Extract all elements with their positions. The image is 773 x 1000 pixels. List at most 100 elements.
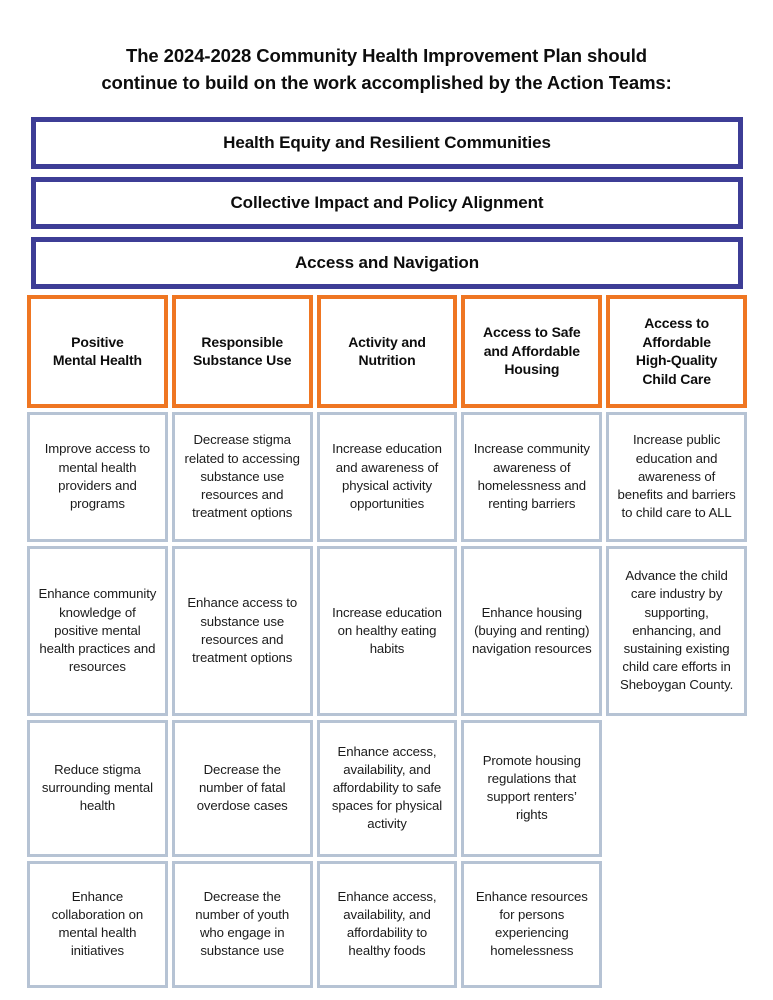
matrix-cell-wrap: Promote housing regulations that support… [461,719,603,857]
banner-label: Health Equity and Resilient Communities [223,132,551,152]
objective-text: Advance the child care industry by suppo… [620,568,734,692]
matrix-column-access-to-safe-and-affordable-housing: Access to Safe and Affordable Housing [461,294,603,408]
objective-text: Enhance housing (buying and renting) nav… [471,604,592,656]
objective-text: Enhance access, availability, and afford… [337,888,437,959]
matrix-column-activity-and-nutrition: Activity and Nutrition [316,294,458,408]
matrix-row: Improve access to mental health provider… [27,411,747,542]
matrix-cell-wrap [606,720,747,857]
matrix-cell-wrap: Increase education and awareness of phys… [316,411,458,542]
banner-access-navigation: Access and Navigation [31,236,743,289]
matrix-cell-wrap: Improve access to mental health provider… [27,411,168,542]
objective-cell: Enhance community knowledge of positive … [27,545,168,716]
header-line: Responsible [201,333,283,350]
column-header-text: Activity and Nutrition [348,333,426,370]
matrix-cell-wrap [606,861,747,988]
banner-collective-impact: Collective Impact and Policy Alignment [31,176,743,229]
matrix-cell-wrap: Enhance resources for persons experienci… [461,860,603,988]
matrix-cell-wrap: Increase education on healthy eating hab… [316,545,458,716]
matrix-cell-wrap: Enhance access, availability, and afford… [316,719,458,857]
matrix-cell-wrap: Decrease stigma related to accessing sub… [171,411,313,542]
header-line: Affordable [642,333,711,350]
column-header-text: Positive Mental Health [53,333,142,370]
objective-cell-empty [606,861,747,988]
objective-text: Decrease the number of youth who engage … [195,888,290,959]
objective-cell: Enhance access to substance use resource… [171,545,313,716]
matrix-cell-wrap: Enhance community knowledge of positive … [27,545,168,716]
header-line: Nutrition [358,352,416,369]
header-line: Activity and [348,333,426,350]
matrix-column-positive-mental-health: Positive Mental Health [27,294,168,408]
matrix-cell-wrap: Enhance access to substance use resource… [171,545,313,716]
column-header-positive-mental-health: Positive Mental Health [27,294,168,408]
matrix-cell-wrap: Enhance collaboration on mental health i… [27,860,168,988]
objective-cell: Enhance access, availability, and afford… [316,860,458,988]
matrix-row: Reduce stigma surrounding mental health … [27,719,747,857]
header-line: Child Care [642,370,711,387]
page-title-line-2: continue to build on the work accomplish… [101,71,672,93]
objective-text: Reduce stigma surrounding mental health [41,762,153,814]
objective-cell: Advance the child care industry by suppo… [606,545,747,716]
objective-cell: Increase education on healthy eating hab… [316,545,458,716]
matrix-cell-wrap: Advance the child care industry by suppo… [606,545,747,716]
column-header-text: Responsible Substance Use [192,333,292,370]
objective-cell: Improve access to mental health provider… [27,411,168,542]
matrix-cell-wrap: Decrease the number of fatal overdose ca… [171,719,313,857]
objective-text: Increase public education and awareness … [617,432,736,520]
objective-text: Increase education on healthy eating hab… [332,604,442,656]
priority-matrix: Positive Mental Health Responsible Subst… [0,294,773,988]
cross-cutting-banner-list: Health Equity and Resilient Communities … [0,116,773,289]
column-header-activity-and-nutrition: Activity and Nutrition [316,294,458,408]
objective-cell: Enhance resources for persons experienci… [461,860,603,988]
objective-text: Decrease stigma related to accessing sub… [184,432,300,520]
objective-text: Decrease the number of fatal overdose ca… [196,762,288,814]
banner-label: Access and Navigation [294,252,480,272]
objective-text: Increase community awareness of homeless… [473,441,590,511]
objective-cell: Decrease the number of youth who engage … [171,860,313,988]
objective-cell: Enhance collaboration on mental health i… [27,860,168,988]
matrix-header-row: Positive Mental Health Responsible Subst… [27,294,747,408]
matrix-cell-wrap: Increase public education and awareness … [606,411,747,542]
matrix-cell-wrap: Enhance access, availability, and afford… [316,860,458,988]
matrix-cell-wrap: Decrease the number of youth who engage … [171,860,313,988]
objective-cell: Enhance access, availability, and afford… [316,719,458,857]
header-line: High-Quality [635,352,718,369]
objective-cell: Decrease the number of fatal overdose ca… [171,719,313,857]
objective-text: Enhance access, availability, and afford… [331,743,443,832]
objective-cell: Increase education and awareness of phys… [316,411,458,542]
header-line: Mental Health [52,352,142,369]
header-line: Housing [504,361,560,378]
column-header-text: Access to Affordable High-Quality Child … [635,314,718,388]
objective-text: Increase education and awareness of phys… [332,441,442,511]
objective-text: Improve access to mental health provider… [44,441,151,511]
matrix-column-responsible-substance-use: Responsible Substance Use [171,294,313,408]
objective-cell: Reduce stigma surrounding mental health [27,719,168,857]
objective-text: Enhance resources for persons experienci… [475,888,588,959]
column-header-text: Access to Safe and Affordable Housing [483,323,581,378]
header-line: Positive [71,333,124,350]
objective-cell: Increase community awareness of homeless… [461,411,603,542]
column-header-access-to-affordable-high-quality-child-care: Access to Affordable High-Quality Child … [606,294,747,408]
page-title-line-1: The 2024-2028 Community Health Improveme… [126,45,647,66]
objective-text: Enhance access to substance use resource… [187,595,298,665]
objective-cell-empty [606,720,747,857]
matrix-column-access-to-affordable-high-quality-child-care: Access to Affordable High-Quality Child … [606,294,747,408]
banner-health-equity: Health Equity and Resilient Communities [31,116,743,169]
header-line: Access to Safe [483,324,581,341]
objective-cell: Enhance housing (buying and renting) nav… [461,545,603,716]
objective-text: Enhance collaboration on mental health i… [51,888,144,959]
objective-cell: Promote housing regulations that support… [461,719,603,857]
header-line: Access to [644,315,709,332]
objective-cell: Decrease stigma related to accessing sub… [171,411,313,542]
column-header-responsible-substance-use: Responsible Substance Use [171,294,313,408]
matrix-cell-wrap: Reduce stigma surrounding mental health [27,719,168,857]
banner-label: Collective Impact and Policy Alignment [230,192,544,212]
page-title: The 2024-2028 Community Health Improveme… [0,0,773,97]
objective-text: Promote housing regulations that support… [482,752,581,823]
header-line: and Affordable [483,342,580,359]
header-line: Substance Use [192,352,292,369]
matrix-row: Enhance collaboration on mental health i… [27,860,747,988]
objective-cell: Increase public education and awareness … [606,411,747,542]
matrix-cell-wrap: Increase community awareness of homeless… [461,411,603,542]
objective-text: Enhance community knowledge of positive … [38,586,157,674]
